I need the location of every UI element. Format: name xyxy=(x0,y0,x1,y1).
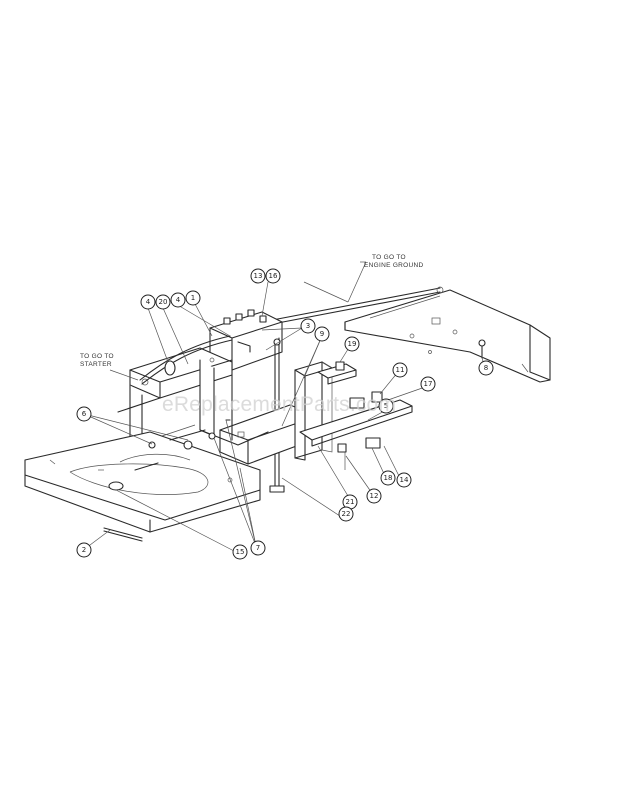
svg-text:15: 15 xyxy=(236,548,245,556)
tie-strap xyxy=(103,527,143,542)
starter-cable xyxy=(109,335,233,385)
wire-harness xyxy=(117,397,231,471)
svg-text:9: 9 xyxy=(320,330,324,338)
svg-text:16: 16 xyxy=(269,272,278,280)
svg-text:20: 20 xyxy=(159,298,168,306)
svg-text:14: 14 xyxy=(400,476,409,484)
callout-17: 17 xyxy=(420,376,436,392)
bolt xyxy=(478,339,486,359)
callout-13: 13 xyxy=(250,268,266,284)
callout-7: 7 xyxy=(250,540,266,556)
callout-1: 1 xyxy=(185,290,201,306)
svg-text:3: 3 xyxy=(306,322,310,330)
svg-text:5: 5 xyxy=(384,402,388,410)
svg-text:1: 1 xyxy=(191,294,195,302)
svg-text:18: 18 xyxy=(384,474,393,482)
svg-text:TO GO TO: TO GO TO xyxy=(80,353,114,360)
svg-text:21: 21 xyxy=(346,498,355,506)
callout-8: 8 xyxy=(478,360,494,376)
callout-3: 3 xyxy=(300,318,316,334)
svg-text:22: 22 xyxy=(342,510,351,518)
callout-5: 5 xyxy=(378,398,394,414)
svg-text:TO GO TO: TO GO TO xyxy=(372,254,406,261)
callout-20: 20 xyxy=(155,294,171,310)
callout-22: 22 xyxy=(338,506,354,522)
battery xyxy=(209,309,283,371)
note-starter: TO GO TO STARTER xyxy=(80,353,114,368)
callout-11: 11 xyxy=(392,362,408,378)
svg-text:ENGINE GROUND: ENGINE GROUND xyxy=(364,262,424,269)
callout-2: 2 xyxy=(76,542,92,558)
svg-text:STARTER: STARTER xyxy=(80,361,112,368)
callout-18: 18 xyxy=(380,470,396,486)
svg-text:17: 17 xyxy=(424,380,433,388)
svg-text:7: 7 xyxy=(256,544,260,552)
svg-text:11: 11 xyxy=(396,366,405,374)
engine-ground-cable xyxy=(261,261,444,327)
svg-text:8: 8 xyxy=(484,364,488,372)
callout-15: 15 xyxy=(232,544,248,560)
callout-4b: 4 xyxy=(170,292,186,308)
note-engine-ground: TO GO TO ENGINE GROUND xyxy=(364,254,424,269)
callout-6: 6 xyxy=(76,406,92,422)
callout-16: 16 xyxy=(265,268,281,284)
callout-12: 12 xyxy=(366,488,382,504)
callout-9: 9 xyxy=(314,326,330,342)
svg-text:6: 6 xyxy=(82,410,87,418)
svg-text:4: 4 xyxy=(146,298,151,306)
callout-4a: 4 xyxy=(140,294,156,310)
floor-pan xyxy=(24,431,261,533)
rear-fender-plate xyxy=(344,289,551,383)
callout-14: 14 xyxy=(396,472,412,488)
watermark: eReplacementParts.com xyxy=(162,393,396,416)
relay-module xyxy=(317,361,357,385)
svg-text:19: 19 xyxy=(348,340,357,348)
svg-text:13: 13 xyxy=(254,272,263,280)
svg-text:2: 2 xyxy=(82,546,86,554)
svg-text:12: 12 xyxy=(370,492,379,500)
svg-text:4: 4 xyxy=(176,296,181,304)
callout-19: 19 xyxy=(344,336,360,352)
